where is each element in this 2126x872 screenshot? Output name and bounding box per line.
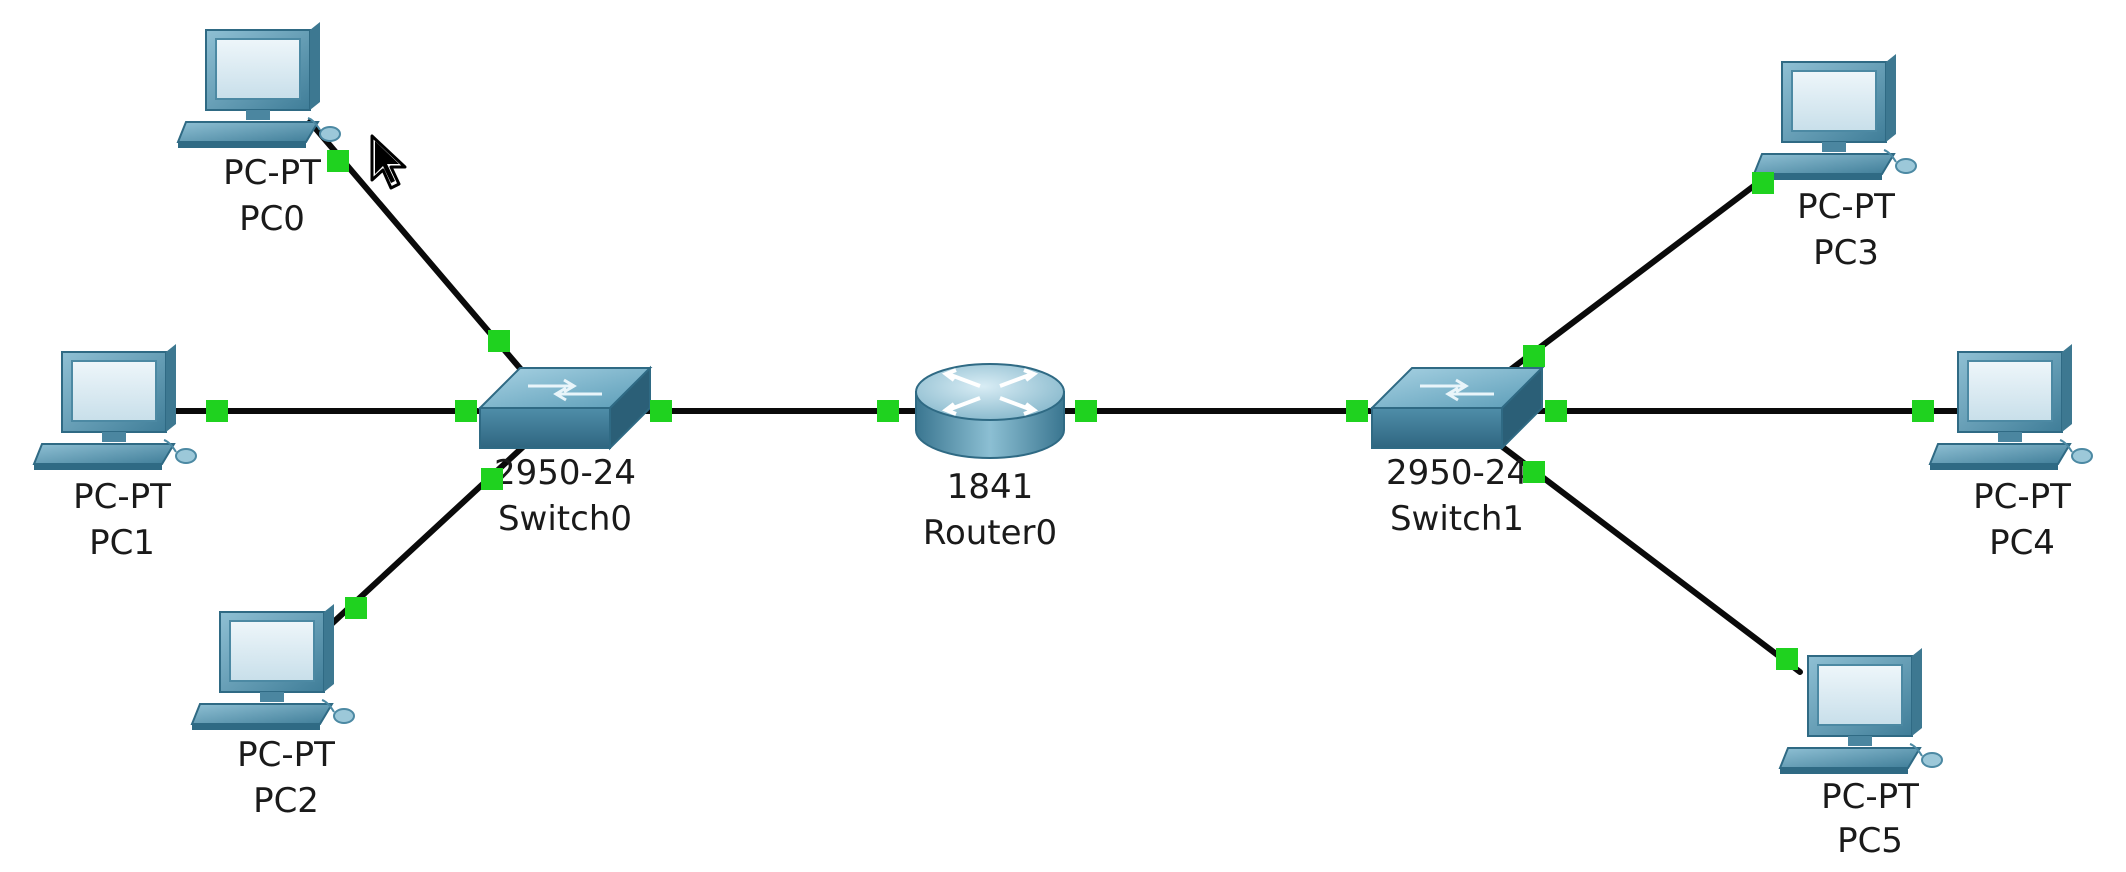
cable-switch1-pc5[interactable] <box>1497 442 1803 675</box>
pc-icon[interactable] <box>1753 53 1917 181</box>
device-model-label: 2950-24 <box>494 453 636 493</box>
pc-icon[interactable] <box>33 343 197 471</box>
router-icon[interactable] <box>914 362 1066 460</box>
link-light-switch0-pc0 <box>488 330 510 352</box>
link-light-switch0-pc2 <box>481 468 503 490</box>
link-light-pc2 <box>345 597 367 619</box>
device-name-label: PC2 <box>253 781 319 821</box>
pc-icon[interactable] <box>1779 647 1943 775</box>
device-model-label: 1841 <box>947 467 1034 507</box>
link-light-switch1-pc5 <box>1523 461 1545 483</box>
link-light-switch1-pc3 <box>1523 345 1545 367</box>
link-light-switch0-router0 <box>650 400 672 422</box>
link-light-pc3 <box>1752 172 1774 194</box>
device-pc4[interactable]: PC-PT PC4 <box>1929 343 2093 563</box>
switch-icon[interactable] <box>478 366 652 450</box>
pc-icon[interactable] <box>1929 343 2093 471</box>
device-switch0[interactable]: 2950-24 Switch0 <box>478 366 652 539</box>
link-light-switch0-pc1 <box>455 400 477 422</box>
device-model-label: PC-PT <box>1973 477 2071 517</box>
device-model-label: PC-PT <box>237 735 335 775</box>
link-light-switch1-pc4 <box>1545 400 1567 422</box>
device-name-label: Switch1 <box>1390 499 1524 539</box>
link-light-pc1 <box>206 400 228 422</box>
cable-switch1-pc3[interactable] <box>1507 167 1778 373</box>
switch-icon[interactable] <box>1370 366 1544 450</box>
link-light-router0-switch1 <box>1075 400 1097 422</box>
device-pc0[interactable]: PC-PT PC0 <box>177 21 341 239</box>
device-model-label: PC-PT <box>1821 777 1919 817</box>
link-lights-layer <box>206 150 1934 670</box>
device-pc2[interactable]: PC-PT PC2 <box>191 603 355 821</box>
device-pc5[interactable]: PC-PT PC5 <box>1779 647 1943 861</box>
device-model-label: PC-PT <box>223 153 321 193</box>
device-name-label: PC1 <box>89 523 155 563</box>
link-light-pc5 <box>1776 648 1798 670</box>
device-model-label: 2950-24 <box>1386 453 1528 493</box>
device-router0[interactable]: 1841 Router0 <box>914 362 1066 553</box>
mouse-pointer-icon <box>370 134 407 190</box>
device-pc3[interactable]: PC-PT PC3 <box>1753 53 1917 273</box>
link-light-pc4 <box>1912 400 1934 422</box>
device-name-label: PC4 <box>1989 523 2055 563</box>
device-name-label: Router0 <box>923 513 1057 553</box>
device-switch1[interactable]: 2950-24 Switch1 <box>1370 366 1544 539</box>
device-name-label: PC0 <box>239 199 305 239</box>
link-light-switch1-router0 <box>1346 400 1368 422</box>
link-light-pc0 <box>327 150 349 172</box>
device-pc1[interactable]: PC-PT PC1 <box>33 343 197 563</box>
pc-icon[interactable] <box>191 603 355 731</box>
device-model-label: PC-PT <box>1797 187 1895 227</box>
device-name-label: PC5 <box>1837 821 1903 861</box>
device-name-label: Switch0 <box>498 499 632 539</box>
device-model-label: PC-PT <box>73 477 171 517</box>
device-name-label: PC3 <box>1813 233 1879 273</box>
link-light-router0-switch0 <box>877 400 899 422</box>
